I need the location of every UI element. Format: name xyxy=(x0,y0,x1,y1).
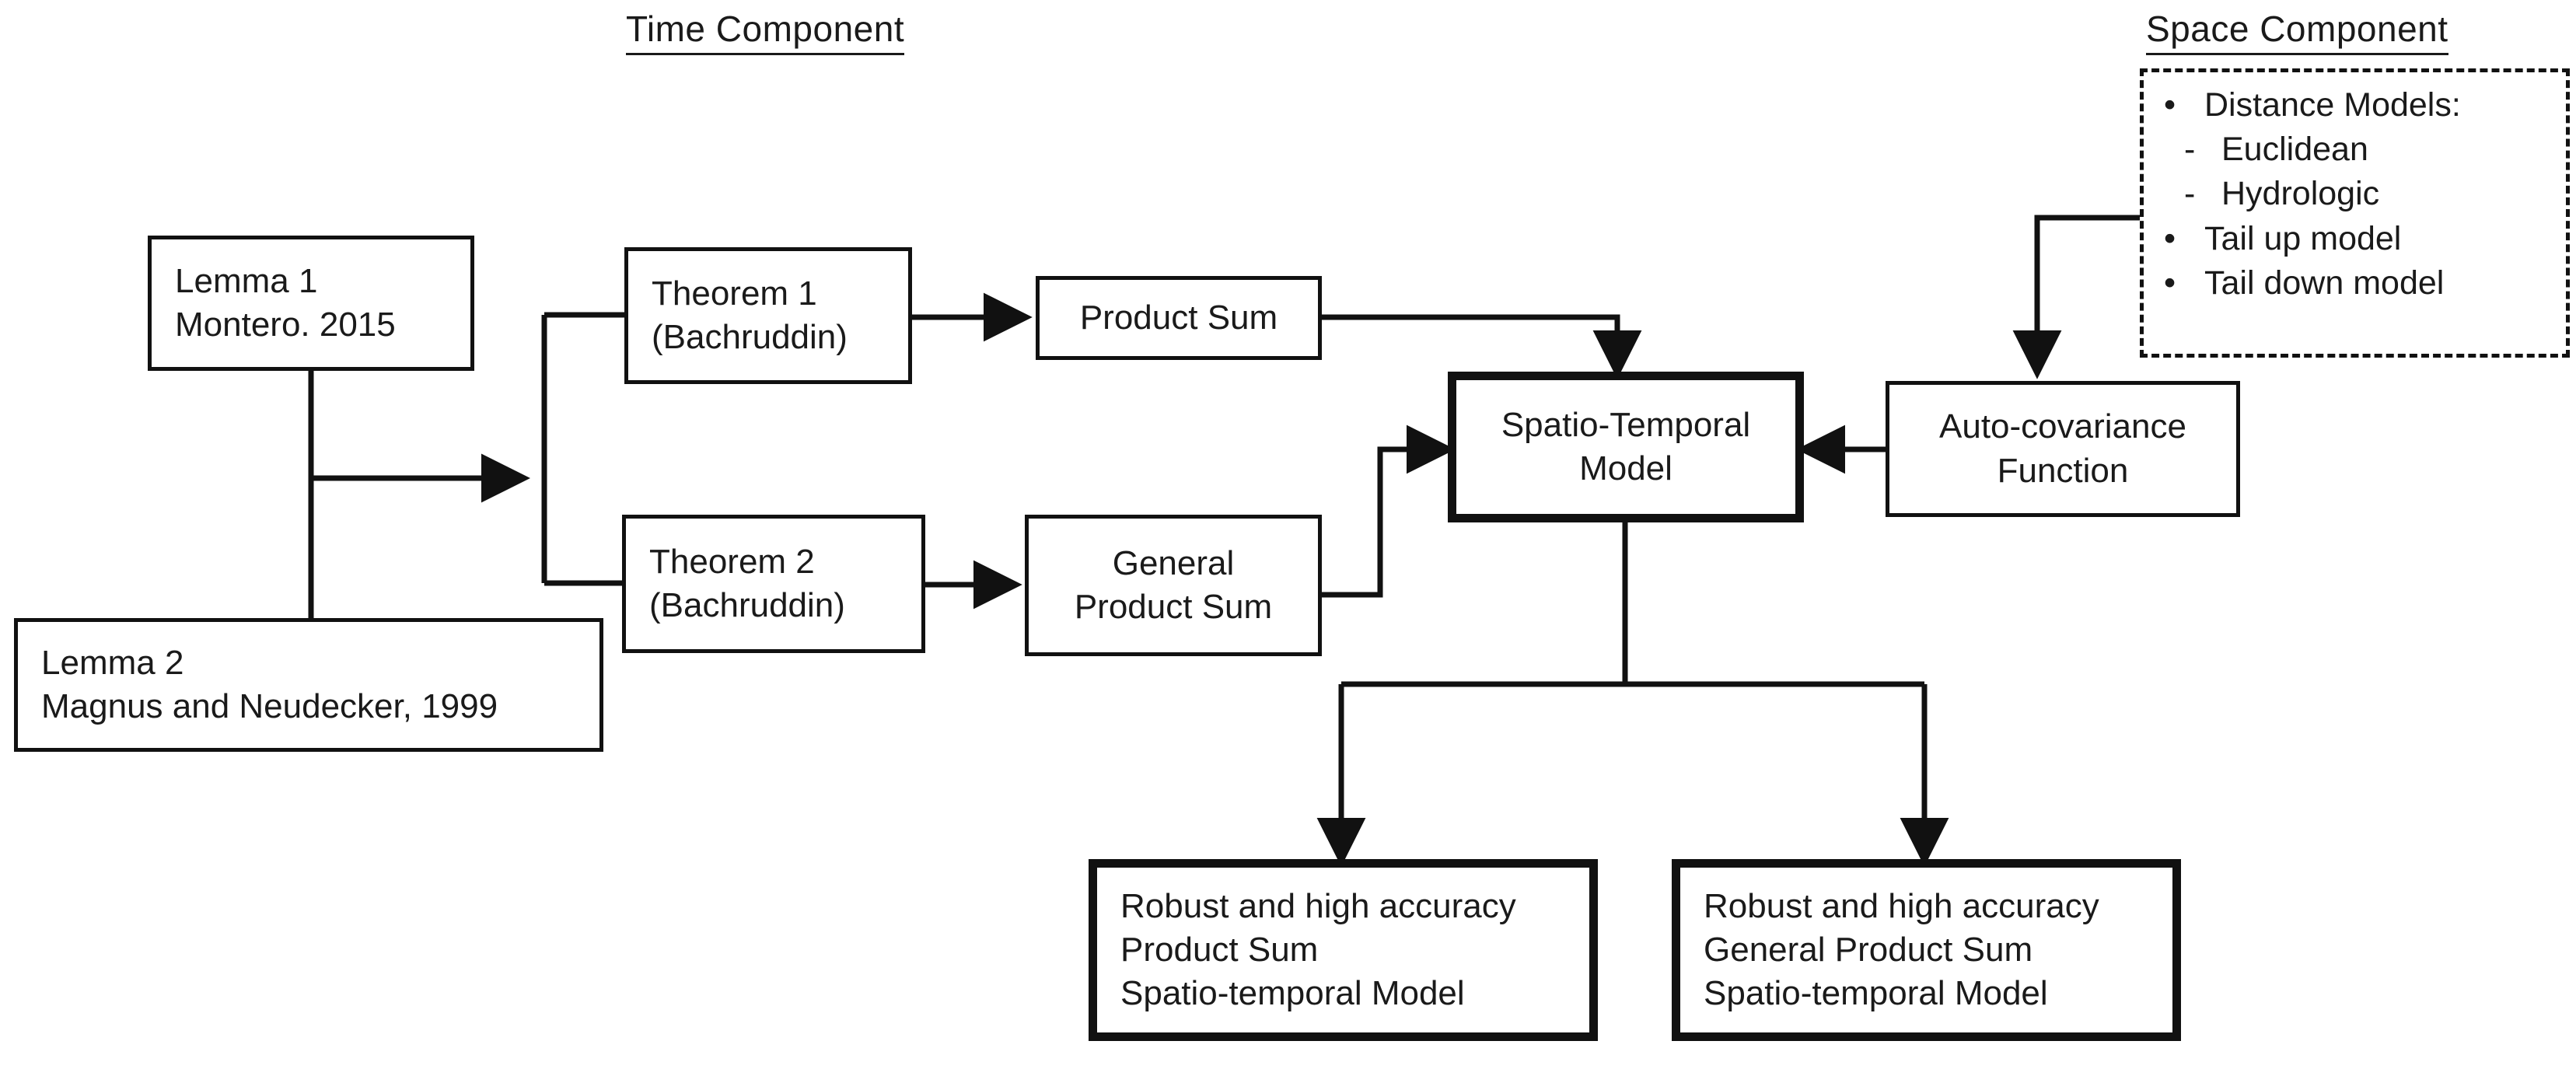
space-item-tail-down-model: • Tail down model xyxy=(2164,261,2550,306)
node-spatio-temporal-model-line-1: Spatio-Temporal xyxy=(1501,405,1751,444)
time-component-title-text: Time Component xyxy=(626,8,905,55)
node-theorem-2-line-1: Theorem 2 xyxy=(649,542,815,581)
space-component-title: Space Component xyxy=(2146,8,2448,55)
node-auto-covariance-function: Auto-covariance Function xyxy=(1886,381,2240,517)
node-theorem-2: Theorem 2 (Bachruddin) xyxy=(622,515,925,653)
space-item-label: Hydrologic xyxy=(2221,175,2380,213)
node-result-product-sum-line-3: Spatio-temporal Model xyxy=(1120,974,1465,1013)
space-item-label: Tail down model xyxy=(2204,264,2445,302)
node-result-product-sum-line-1: Robust and high accuracy xyxy=(1120,886,1516,925)
node-lemma-1-line-1: Lemma 1 xyxy=(175,261,318,300)
space-item-euclidean: - Euclidean xyxy=(2164,128,2550,172)
space-item-label: Euclidean xyxy=(2221,131,2368,169)
node-lemma-2: Lemma 2 Magnus and Neudecker, 1999 xyxy=(14,618,603,752)
space-item-label: Distance Models: xyxy=(2204,86,2461,124)
bullet-icon: • xyxy=(2164,86,2176,124)
dash-icon: - xyxy=(2184,131,2196,169)
wire-general-product-sum-to-stm xyxy=(1322,424,1456,598)
node-theorem-1: Theorem 1 (Bachruddin) xyxy=(624,247,912,384)
space-component-title-text: Space Component xyxy=(2146,8,2448,55)
bullet-icon: • xyxy=(2164,219,2176,257)
node-lemma-2-line-1: Lemma 2 xyxy=(41,643,184,682)
node-lemma-2-line-2: Magnus and Neudecker, 1999 xyxy=(41,687,498,725)
node-product-sum-line-1: Product Sum xyxy=(1079,298,1278,337)
node-general-product-sum: General Product Sum xyxy=(1025,515,1322,656)
wire-product-sum-to-stm xyxy=(1322,314,1642,379)
dash-icon: - xyxy=(2184,175,2196,213)
node-theorem-1-line-1: Theorem 1 xyxy=(652,274,817,313)
node-general-product-sum-line-2: Product Sum xyxy=(1074,588,1273,626)
space-item-hydrologic: - Hydrologic xyxy=(2164,172,2550,216)
node-result-general-product-sum-line-3: Spatio-temporal Model xyxy=(1704,974,2048,1013)
space-item-tail-up-model: • Tail up model xyxy=(2164,217,2550,261)
node-result-general-product-sum-line-2: General Product Sum xyxy=(1704,930,2033,969)
space-item-distance-models: • Distance Models: xyxy=(2164,83,2550,128)
node-auto-covariance-function-line-1: Auto-covariance xyxy=(1939,407,2186,446)
node-lemma-1: Lemma 1 Montero. 2015 xyxy=(148,236,474,371)
node-general-product-sum-line-1: General xyxy=(1112,543,1235,582)
wire-space-panel-to-autocov xyxy=(2012,215,2140,379)
space-component-panel: • Distance Models: - Euclidean - Hydrolo… xyxy=(2140,68,2570,358)
node-spatio-temporal-model: Spatio-Temporal Model xyxy=(1448,372,1804,522)
node-result-general-product-sum-line-1: Robust and high accuracy xyxy=(1704,886,2099,925)
bullet-icon: • xyxy=(2164,264,2176,302)
space-item-label: Tail up model xyxy=(2204,219,2402,257)
node-result-product-sum-line-2: Product Sum xyxy=(1120,930,1319,969)
node-result-product-sum: Robust and high accuracy Product Sum Spa… xyxy=(1089,859,1598,1041)
node-result-general-product-sum: Robust and high accuracy General Product… xyxy=(1672,859,2181,1041)
node-auto-covariance-function-line-2: Function xyxy=(1997,451,2129,490)
node-theorem-1-line-2: (Bachruddin) xyxy=(652,318,848,356)
time-component-title: Time Component xyxy=(626,8,905,55)
node-spatio-temporal-model-line-2: Model xyxy=(1579,449,1672,487)
node-lemma-1-line-2: Montero. 2015 xyxy=(175,306,396,344)
node-product-sum: Product Sum xyxy=(1036,276,1322,360)
node-theorem-2-line-2: (Bachruddin) xyxy=(649,586,845,624)
